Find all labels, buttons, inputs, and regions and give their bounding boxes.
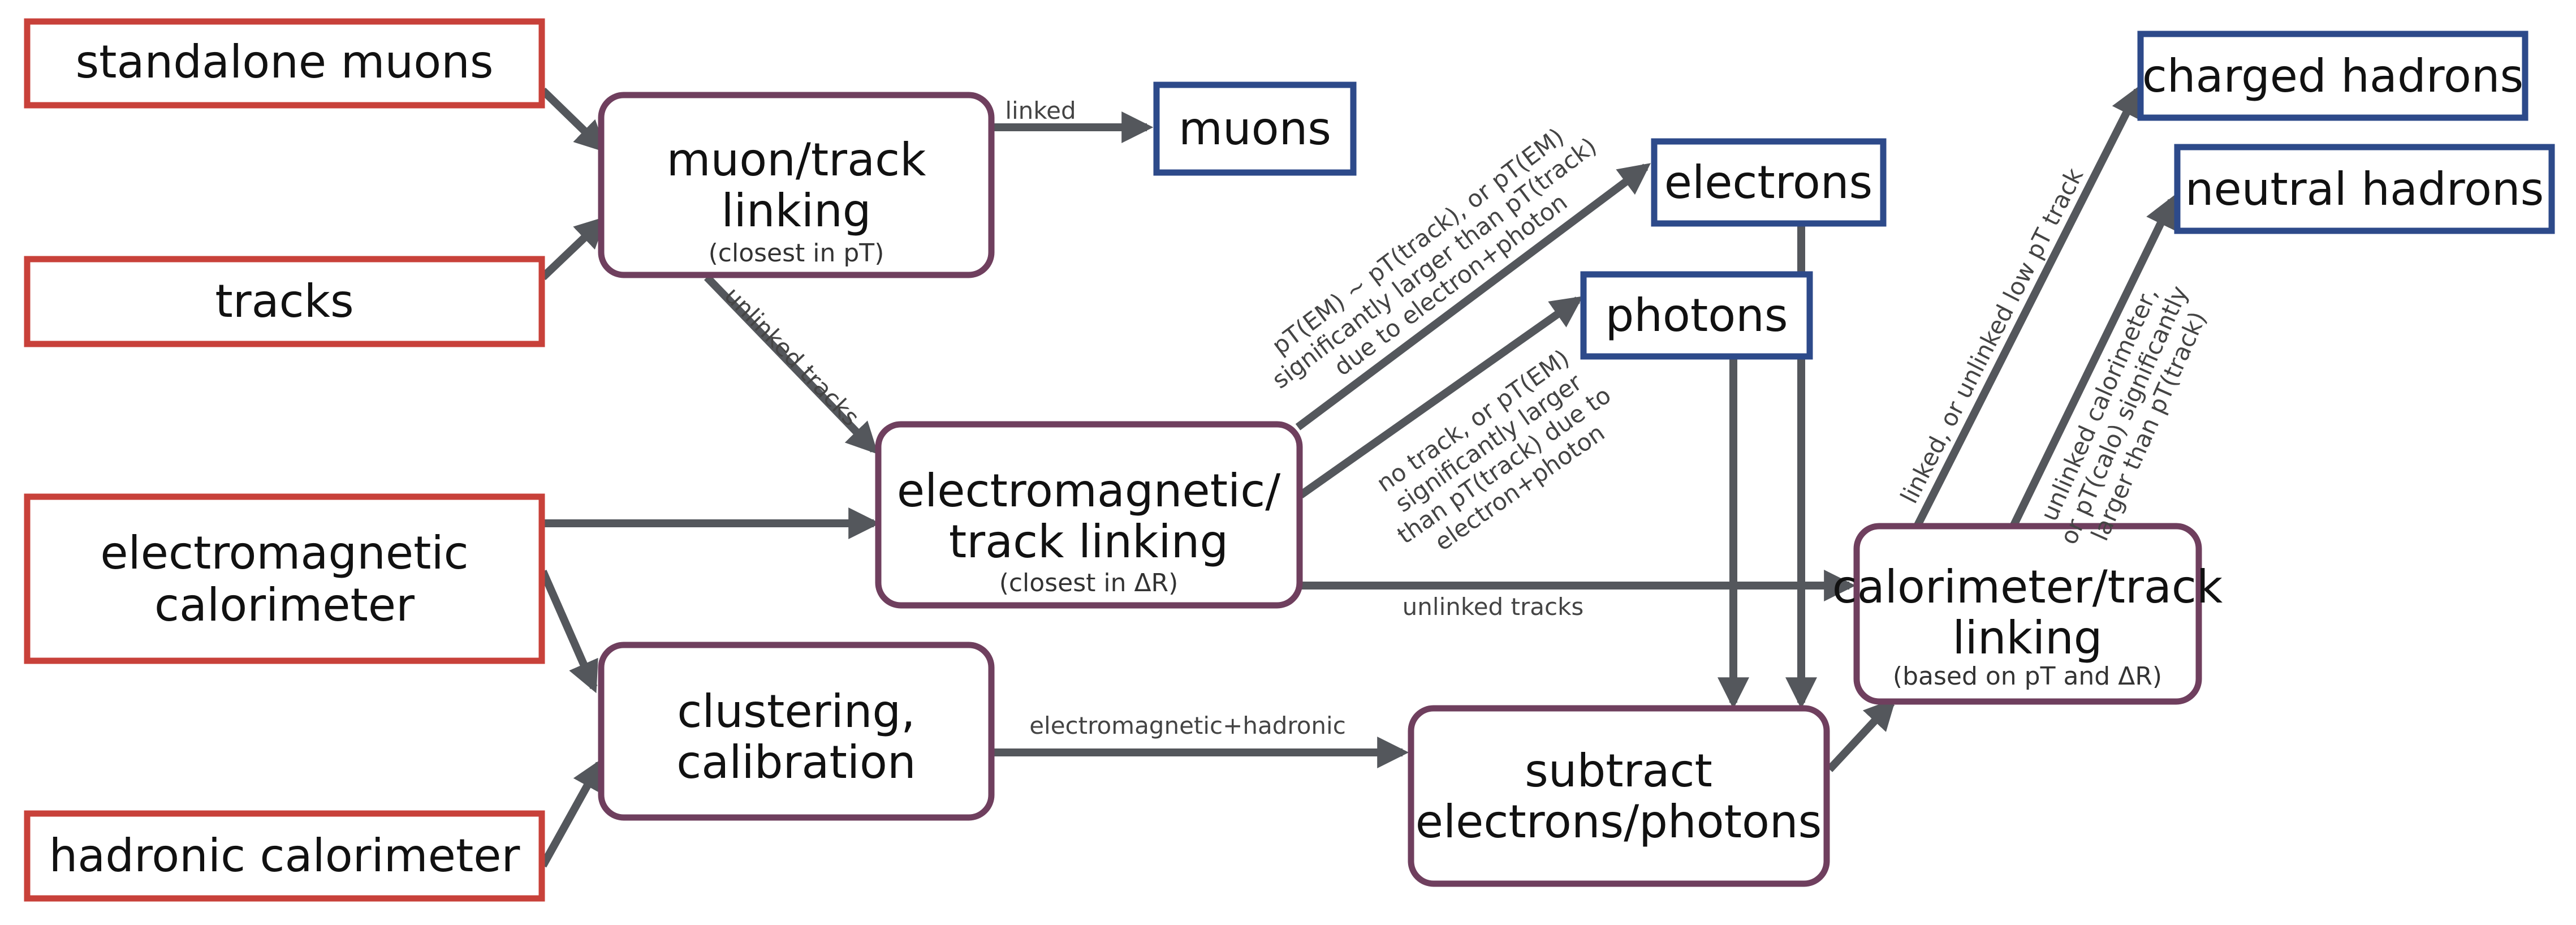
input-ecal-box: [24, 493, 545, 664]
process-em-track-note: (closest in ΔR): [999, 569, 1179, 597]
process-subtract-line2: electrons/photons: [1416, 795, 1822, 848]
input-standalone-muons-label: standalone muons: [75, 36, 493, 88]
edge-label-linked: linked: [1005, 97, 1076, 124]
edge-standalone-muons-to-muon-track: [540, 87, 607, 153]
output-charged-hadrons-label: charged hadrons: [2142, 50, 2523, 102]
input-standalone-muons: standalone muons: [24, 18, 545, 109]
output-photons-label: photons: [1605, 289, 1788, 342]
edge-em-track-to-electrons: [1295, 163, 1651, 431]
process-em-track-box: [875, 421, 1303, 609]
edge-muon-track-to-em-track: [704, 274, 878, 455]
process-clustering-line1: clustering,: [677, 685, 915, 738]
process-subtract-line1: subtract: [1525, 745, 1712, 797]
edge-subtract-to-calo-track: [1826, 698, 1896, 772]
edge-em-track-to-photons: [1298, 296, 1583, 498]
process-muon-track-line2: linking: [721, 184, 871, 237]
input-hcal-label: hadronic calorimeter: [49, 829, 520, 882]
edge-label-em-hadronic: electromagnetic+hadronic: [1029, 712, 1346, 739]
process-subtract-box: [1408, 705, 1830, 887]
input-tracks-label: tracks: [215, 275, 353, 328]
process-em-track-line2: track linking: [949, 515, 1228, 568]
process-calo-track-box: [1853, 523, 2202, 705]
edge-label-unlinked-tracks-muon: unlinked tracks: [719, 282, 865, 432]
process-muon-track-line1: muon/track: [667, 134, 927, 186]
edge-hcal-to-clustering: [539, 758, 603, 868]
edge-label-photons-condition: no track, or pT(EM) significantly larger…: [1371, 344, 1616, 556]
process-calo-track-line2: linking: [1952, 612, 2102, 664]
input-tracks-box: [24, 256, 545, 347]
process-clustering-line2: calibration: [676, 736, 916, 789]
input-ecal-label-line2: calorimeter: [154, 579, 415, 631]
input-tracks: tracks: [24, 256, 545, 347]
input-standalone-muons-box: [24, 18, 545, 109]
edge-label-charged-hadrons-condition: linked, or unlinked low pT track: [1895, 164, 2089, 508]
process-clustering-box: [598, 642, 995, 821]
output-photons-box: [1580, 271, 1813, 360]
process-em-track-line1: electromagnetic/: [897, 464, 1280, 517]
input-electromagnetic-calorimeter: electromagnetic calorimeter: [24, 493, 545, 664]
edge-ecal-to-clustering: [539, 570, 598, 694]
edge-tracks-to-muon-track: [540, 216, 607, 281]
output-neutral-hadrons: neutral hadrons: [2174, 144, 2555, 234]
output-charged-hadrons: charged hadrons: [2137, 31, 2528, 121]
process-subtract-electrons-photons: subtract electrons/photons: [1408, 705, 1830, 887]
output-muons: muons: [1153, 81, 1357, 176]
output-neutral-hadrons-box: [2174, 144, 2555, 234]
input-hcal-box: [24, 810, 545, 902]
output-electrons: electrons: [1651, 138, 1887, 227]
edge-calo-track-to-neutral-hadrons: [2009, 195, 2176, 528]
output-electrons-label: electrons: [1664, 156, 1872, 209]
output-neutral-hadrons-label: neutral hadrons: [2185, 163, 2544, 216]
input-hadronic-calorimeter: hadronic calorimeter: [24, 810, 545, 902]
process-clustering-calibration: clustering, calibration: [598, 642, 995, 821]
output-muons-box: [1153, 81, 1357, 176]
output-electrons-box: [1651, 138, 1887, 227]
process-muon-track-box: [598, 92, 995, 278]
output-charged-hadrons-box: [2137, 31, 2528, 121]
process-em-track-linking: electromagnetic/ track linking (closest …: [875, 421, 1303, 609]
edge-label-neutral-hadrons-condition: unlinked calorimeter, or pT(calo) signif…: [2035, 282, 2212, 549]
output-photons: photons: [1580, 271, 1813, 360]
process-calorimeter-track-linking: calorimeter/track linking (based on pT a…: [1832, 523, 2223, 705]
edge-label-unlinked-tracks-em: unlinked tracks: [1403, 593, 1584, 621]
process-muon-track-linking: muon/track linking (closest in pT): [598, 92, 995, 278]
process-muon-track-note: (closest in pT): [709, 239, 884, 268]
input-ecal-label-line1: electromagnetic: [100, 527, 468, 579]
output-muons-label: muons: [1179, 102, 1331, 155]
process-calo-track-line1: calorimeter/track: [1832, 561, 2223, 613]
edge-calo-track-to-charged-hadrons: [1913, 85, 2142, 528]
process-calo-track-note: (based on pT and ΔR): [1893, 662, 2162, 691]
